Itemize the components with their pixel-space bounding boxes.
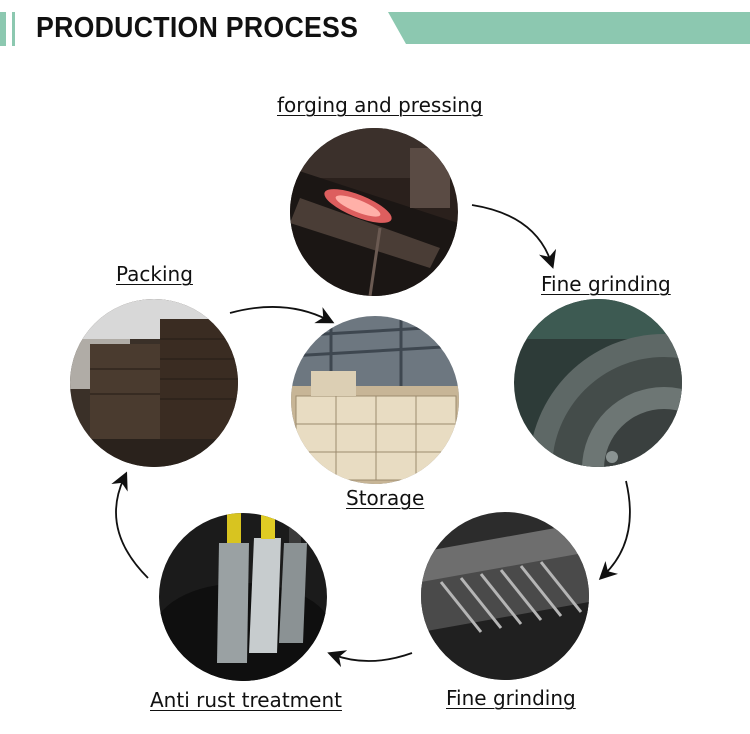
packing-warehouse-photo: [70, 299, 238, 467]
header-accent-left: [0, 12, 6, 46]
step-label-storage: Storage: [346, 486, 425, 510]
forging-press-photo: [290, 128, 458, 296]
step-label-fine-grinding-1: Fine grinding: [541, 272, 671, 296]
header-accent-left-thin: [12, 12, 15, 46]
step-label-forging: forging and pressing: [277, 93, 483, 117]
step-label-anti-rust: Anti rust treatment: [150, 688, 342, 712]
arrow-forging-to-grinding: [471, 204, 557, 269]
header-accent-right: [388, 12, 750, 44]
step-label-fine-grinding-2: Fine grinding: [446, 686, 576, 710]
arrow-grinding-to-grinding: [598, 480, 631, 581]
arrow-packing-to-storage: [229, 306, 335, 324]
grinding-rack-photo: [421, 512, 589, 680]
arrow-grinding-to-antirust: [327, 650, 413, 668]
anti-rust-dip-photo: [159, 513, 327, 681]
page-title: PRODUCTION PROCESS: [36, 12, 359, 44]
header-bar: PRODUCTION PROCESS: [0, 0, 750, 58]
step-label-packing: Packing: [116, 262, 193, 286]
arrow-antirust-to-packing: [111, 471, 149, 579]
